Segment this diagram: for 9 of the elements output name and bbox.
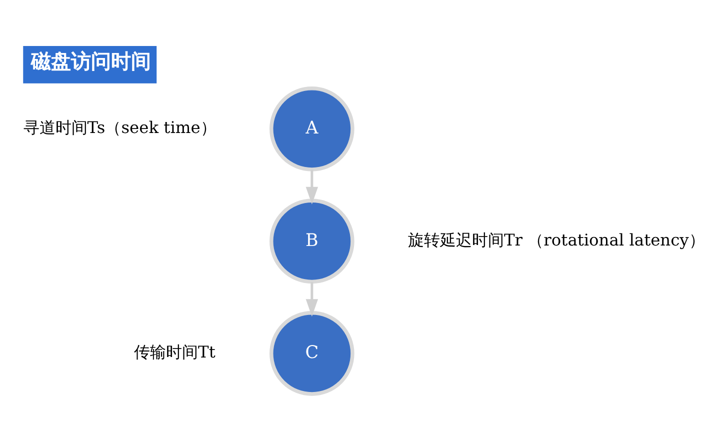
diagram-title: 磁盘访问时间 bbox=[31, 48, 152, 73]
node-label: 传输时间Tt bbox=[134, 342, 216, 362]
node-circle: C bbox=[270, 310, 354, 396]
node-label: 寻道时间Ts（seek time） bbox=[23, 118, 216, 137]
node-label: 旋转延迟时间Tr （rotational latency） bbox=[408, 230, 705, 249]
arrow bbox=[306, 169, 318, 204]
arrow bbox=[306, 282, 318, 316]
node-circle: A bbox=[270, 86, 354, 171]
node-circle: B bbox=[270, 198, 354, 284]
